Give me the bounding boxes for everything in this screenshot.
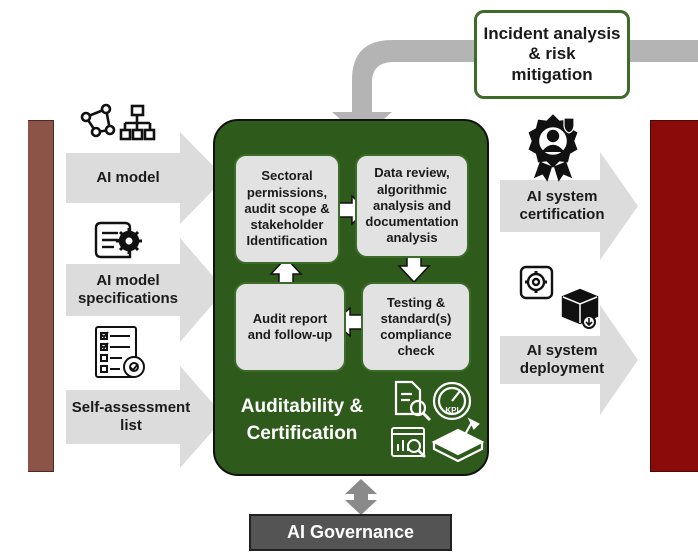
analytics-dashboard-icon bbox=[391, 427, 426, 458]
input-arrow-ai-model bbox=[66, 132, 225, 224]
sandbox-icon bbox=[431, 417, 485, 463]
step-data-review: Data review, algorithmic analysis and do… bbox=[355, 154, 469, 258]
ai-governance-box: AI Governance bbox=[249, 514, 452, 551]
input-label-ai-model: AI model bbox=[96, 169, 160, 186]
ai-governance-label: AI Governance bbox=[286, 521, 415, 542]
governance-double-arrow bbox=[345, 479, 377, 515]
output-label-deployment: AI system deployment bbox=[519, 342, 605, 377]
output-arrow-deployment bbox=[500, 305, 638, 415]
network-hierarchy-icon bbox=[80, 103, 156, 141]
deployment-gear-box-icon bbox=[519, 265, 599, 329]
input-arrow-self-assessment bbox=[66, 366, 225, 468]
step-sectoral-permissions: Sectoral permissions, audit scope & stak… bbox=[234, 154, 340, 264]
incident-analysis-label: Incident analysis & risk mitigation bbox=[483, 23, 621, 84]
panel-title: Auditability & Certification bbox=[240, 396, 364, 444]
document-gear-icon bbox=[94, 221, 142, 259]
kpi-label: KPI bbox=[445, 406, 458, 415]
certificate-badge-icon bbox=[528, 114, 578, 182]
kpi-gauge-icon bbox=[432, 381, 472, 421]
incident-analysis-box: Incident analysis & risk mitigation bbox=[474, 10, 630, 99]
checklist-gear-icon bbox=[95, 326, 145, 378]
output-arrow-certification bbox=[500, 152, 638, 260]
left-bar bbox=[28, 120, 54, 472]
step-testing-compliance: Testing & standard(s) compliance check bbox=[361, 282, 471, 372]
input-label-specifications: AI model specifications bbox=[77, 272, 179, 307]
input-label-self-assessment: Self-assessment list bbox=[71, 399, 191, 434]
output-label-certification: AI system certification bbox=[519, 188, 605, 223]
input-arrow-specifications bbox=[66, 238, 225, 342]
document-search-icon bbox=[394, 380, 432, 422]
step-audit-report: Audit report and follow-up bbox=[234, 282, 346, 372]
right-bar bbox=[650, 120, 698, 472]
